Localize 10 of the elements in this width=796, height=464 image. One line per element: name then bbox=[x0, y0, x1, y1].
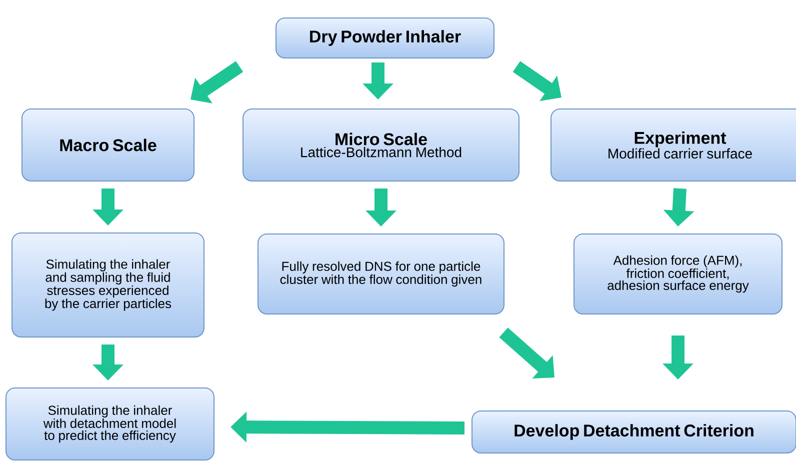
process-box: Adhesion force (AFM), friction coefficient, adhesion surface energy bbox=[574, 234, 782, 314]
title-box: Develop Detachment Criterion bbox=[472, 410, 796, 454]
scale-box: Experiment Modified carrier surface bbox=[550, 108, 796, 182]
process-box: Simulating the inhaler with detachment model to predict the efficiency bbox=[6, 388, 214, 460]
scale-box: Micro Scale Lattice-Boltzmann Method bbox=[242, 108, 520, 182]
process-box: Simulating the inhaler and sampling the fluid stresses experienced by the carrier particles bbox=[12, 232, 204, 338]
block-arrow bbox=[190, 61, 244, 104]
title-box: Dry Powder Inhaler bbox=[276, 18, 494, 58]
process-box: Fully resolved DNS for one particle cluster with the flow condition given bbox=[258, 234, 504, 314]
scale-box: Macro Scale bbox=[22, 108, 194, 182]
